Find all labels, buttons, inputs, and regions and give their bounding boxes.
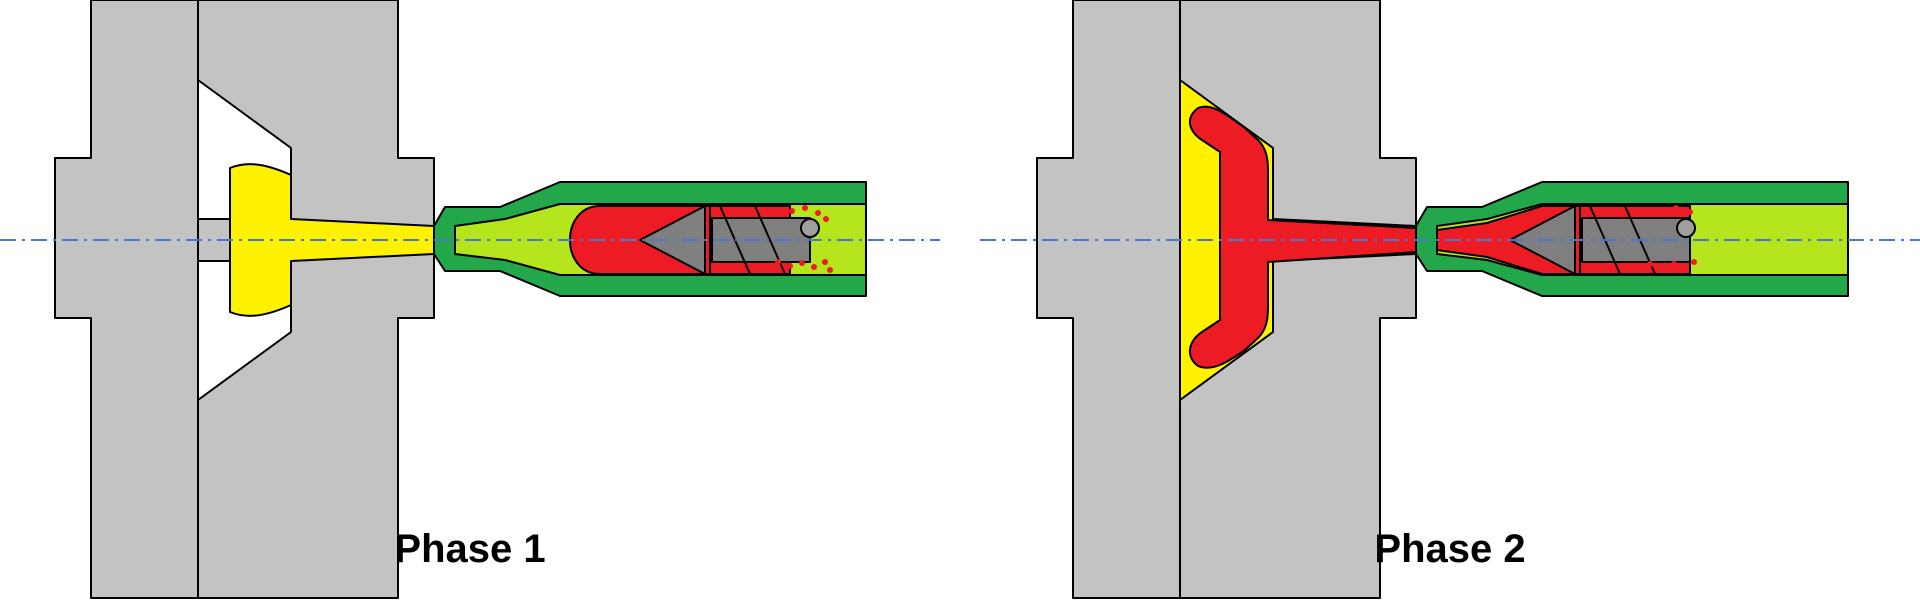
phase-1-panel: Phase 1 (0, 0, 940, 599)
screw-shaft-end (1676, 218, 1696, 238)
screw-shaft-end (800, 218, 820, 238)
pellets (1637, 205, 1697, 271)
mold-left-half (54, 0, 199, 599)
panel-caption: Phase 1 (394, 527, 545, 571)
phase-2-panel: Phase 2 (980, 0, 1920, 599)
screw-body (711, 217, 811, 263)
melt-front (1189, 105, 1417, 369)
mold-left-half (1036, 0, 1181, 599)
panel-caption: Phase 2 (1374, 527, 1525, 571)
pellets (767, 205, 833, 273)
